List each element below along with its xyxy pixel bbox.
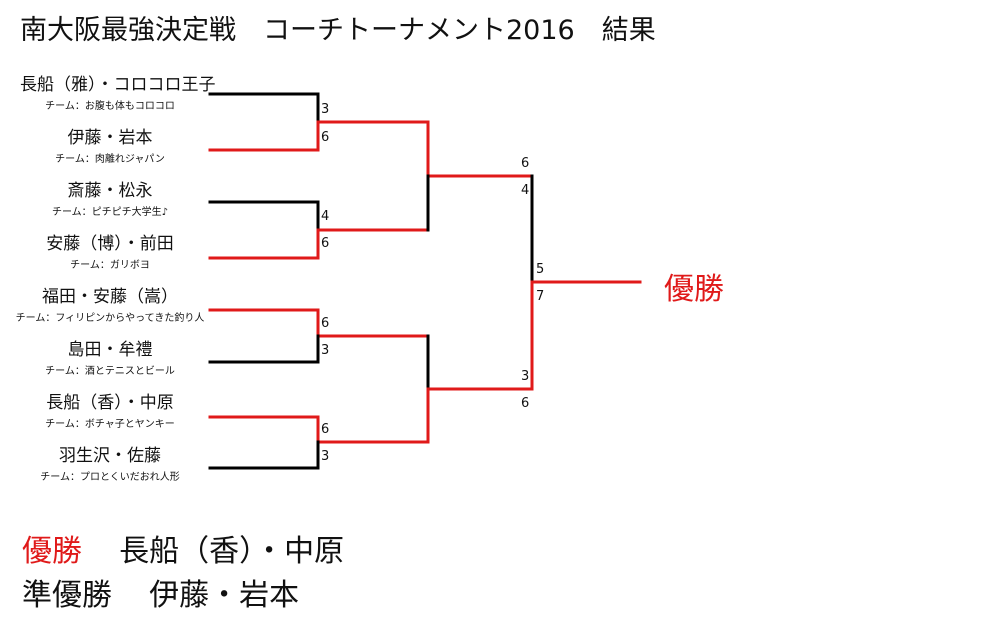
- player-names: 長船（香）・中原: [46, 393, 174, 413]
- team-entry-8: 羽生沢・佐藤 チーム：プロとくいだおれ人形: [20, 446, 200, 485]
- score-r2-1: 6: [521, 156, 530, 171]
- winner-result: 優勝 長船（香）・中原: [22, 526, 344, 570]
- winner-name: 長船（香）・中原: [119, 534, 345, 569]
- bracket-line: [208, 120, 430, 152]
- champion-label: 優勝: [664, 272, 724, 307]
- player-names: 斎藤・松永: [67, 181, 153, 201]
- player-names: 安藤（博）・前田: [46, 234, 174, 254]
- team-entry-6: 島田・牟禮 チーム：酒とテニスとビール: [20, 340, 200, 379]
- score-r2-3: 3: [521, 369, 530, 384]
- team-name: チーム：ガリボヨ: [70, 260, 150, 271]
- team-entry-7: 長船（香）・中原 チーム：ボチャ子とヤンキー: [20, 393, 200, 432]
- team-name: チーム：ピチピチ大学生♪: [51, 207, 169, 218]
- bracket-line: [208, 308, 430, 338]
- bracket-line: [208, 440, 320, 470]
- score-r1-5: 6: [321, 316, 330, 331]
- page-title: 南大阪最強決定戦 コーチトーナメント2016 結果: [20, 15, 656, 46]
- score-r1-6: 3: [321, 343, 330, 358]
- player-names: 長船（雅）・コロコロ王子: [20, 75, 216, 95]
- runner-up-label: 準優勝: [22, 578, 112, 613]
- winner-label: 優勝: [22, 534, 82, 569]
- bracket-line: [426, 120, 534, 178]
- team-name: チーム：肉離れジャパン: [55, 154, 165, 165]
- player-names: 福田・安藤（嵩）: [42, 287, 178, 307]
- team-name: チーム：酒とテニスとビール: [45, 366, 175, 377]
- bracket-line: [208, 334, 320, 364]
- team-entry-4: 安藤（博）・前田 チーム：ガリボヨ: [20, 234, 200, 273]
- score-final-1: 5: [536, 262, 545, 277]
- runner-up-name: 伊藤・岩本: [149, 578, 300, 613]
- score-r1-3: 4: [321, 209, 330, 224]
- player-names: 伊藤・岩本: [67, 128, 153, 148]
- team-entry-2: 伊藤・岩本 チーム：肉離れジャパン: [20, 128, 200, 167]
- score-final-2: 7: [536, 289, 545, 304]
- team-entry-1: 長船（雅）・コロコロ王子 チーム：お腹も体もコロコロ: [20, 75, 216, 114]
- score-r2-2: 4: [521, 183, 530, 198]
- team-entry-5: 福田・安藤（嵩） チーム：フィリピンからやってきた釣り人: [12, 287, 208, 326]
- score-r1-7: 6: [321, 422, 330, 437]
- score-r1-1: 3: [321, 102, 330, 117]
- score-r1-2: 6: [321, 130, 330, 145]
- bracket-line: [208, 228, 430, 260]
- score-r1-8: 3: [321, 449, 330, 464]
- bracket-line: [208, 92, 320, 124]
- player-names: 羽生沢・佐藤: [59, 446, 161, 466]
- team-name: チーム：プロとくいだおれ人形: [40, 472, 180, 483]
- bracket-line: [208, 415, 430, 444]
- bracket-line: [426, 387, 534, 444]
- bracket-line: [208, 200, 320, 232]
- runner-up-result: 準優勝 伊藤・岩本: [22, 570, 299, 614]
- bracket-line: [530, 280, 642, 391]
- team-name: チーム：ボチャ子とヤンキー: [45, 419, 175, 430]
- player-names: 島田・牟禮: [67, 340, 153, 360]
- team-name: チーム：フィリピンからやってきた釣り人: [15, 313, 205, 324]
- score-r1-4: 6: [321, 236, 330, 251]
- team-entry-3: 斎藤・松永 チーム：ピチピチ大学生♪: [20, 181, 200, 220]
- team-name: チーム：お腹も体もコロコロ: [45, 101, 175, 112]
- score-r2-4: 6: [521, 396, 530, 411]
